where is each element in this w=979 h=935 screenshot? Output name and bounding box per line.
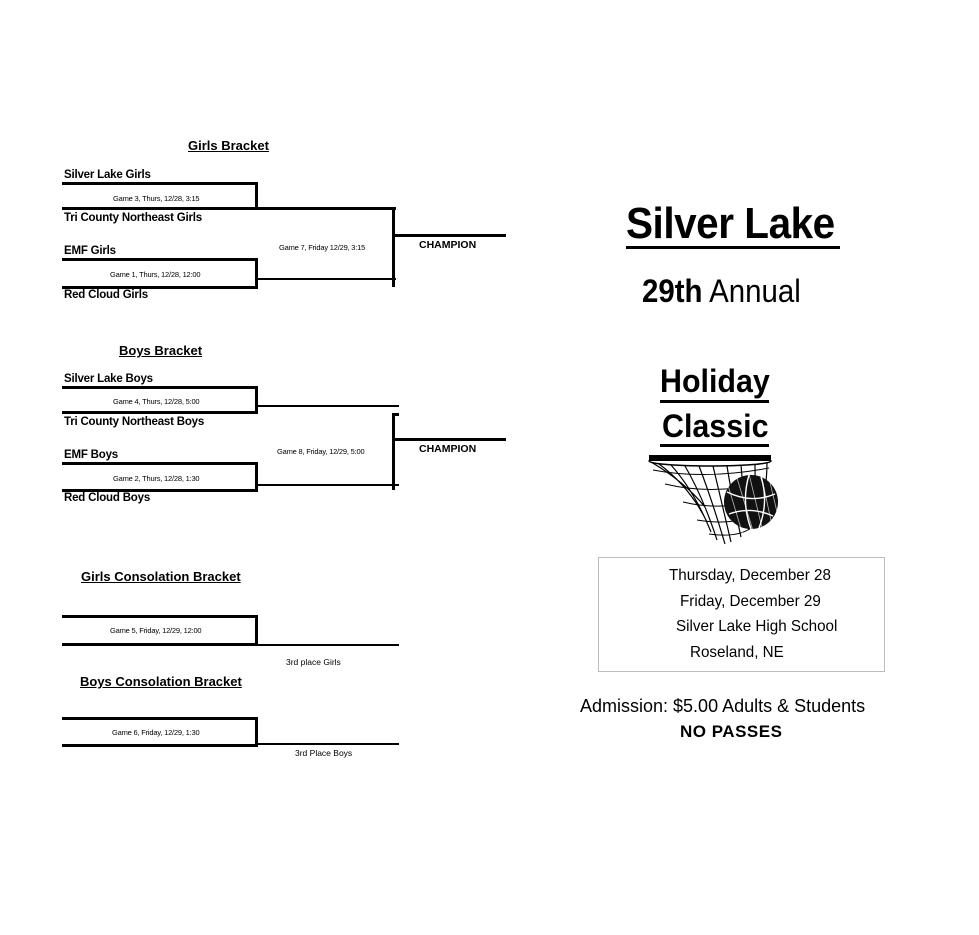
edition-number: 29th xyxy=(642,273,703,309)
bracket-line xyxy=(62,286,258,289)
boys-bracket-title: Boys Bracket xyxy=(119,343,203,358)
game-7-label: Game 7, Friday 12/29, 3:15 xyxy=(279,243,366,252)
game-5-label: Game 5, Friday, 12/29, 12:00 xyxy=(110,626,202,635)
team-emf-girls: EMF Girls xyxy=(64,245,116,257)
bracket-line xyxy=(62,643,258,646)
bracket-line xyxy=(392,207,395,287)
boys-consolation-title: Boys Consolation Bracket xyxy=(80,674,242,689)
bracket-line xyxy=(62,744,258,747)
name-underline-1 xyxy=(660,400,769,403)
edition-annual: Annual xyxy=(702,273,801,309)
bracket-line xyxy=(62,462,258,465)
bracket-line xyxy=(62,182,258,185)
bracket-line xyxy=(392,413,395,490)
game-6-label: Game 6, Friday, 12/29, 1:30 xyxy=(112,728,200,737)
event-edition: 29th Annual xyxy=(642,273,801,310)
game-2-label: Game 2, Thurs, 12/28, 1:30 xyxy=(113,474,200,483)
bracket-line xyxy=(62,411,258,414)
event-location: Roseland, NE xyxy=(690,644,784,661)
basketball-hoop-icon xyxy=(648,455,778,545)
team-emf-boys: EMF Boys xyxy=(64,449,118,461)
third-place-boys-label: 3rd Place Boys xyxy=(295,748,353,758)
bracket-line xyxy=(393,438,506,441)
boys-champion-label: CHAMPION xyxy=(419,443,477,455)
bracket-line xyxy=(255,717,258,747)
bracket-line xyxy=(255,462,258,491)
bracket-line xyxy=(62,386,258,389)
bracket-line xyxy=(258,405,399,407)
bracket-line xyxy=(62,258,258,261)
bracket-line xyxy=(255,258,258,288)
game-1-label: Game 1, Thurs, 12/28, 12:00 xyxy=(110,270,201,279)
no-passes-text: NO PASSES xyxy=(680,722,783,741)
team-red-cloud-boys: Red Cloud Boys xyxy=(64,492,151,504)
bracket-line xyxy=(258,278,396,280)
bracket-line xyxy=(62,717,258,720)
event-venue: Silver Lake High School xyxy=(676,618,838,635)
event-title: Silver Lake xyxy=(626,199,835,248)
bracket-line xyxy=(62,207,396,210)
title-underline xyxy=(626,246,840,249)
event-date-friday: Friday, December 29 xyxy=(680,593,821,610)
third-place-girls-label: 3rd place Girls xyxy=(286,657,341,667)
bracket-line xyxy=(62,489,258,492)
name-underline-2 xyxy=(660,444,769,447)
bracket-line xyxy=(255,615,258,645)
bracket-line xyxy=(258,644,399,646)
event-name-line1: Holiday xyxy=(660,363,770,399)
bracket-line xyxy=(62,615,258,618)
team-silver-lake-boys: Silver Lake Boys xyxy=(64,373,153,385)
bracket-line xyxy=(258,484,399,486)
team-tri-county-northeast-girls: Tri County Northeast Girls xyxy=(64,212,202,224)
girls-bracket-title: Girls Bracket xyxy=(188,138,269,153)
game-3-label: Game 3, Thurs, 12/28, 3:15 xyxy=(113,194,200,203)
girls-consolation-title: Girls Consolation Bracket xyxy=(81,569,241,584)
admission-text: Admission: $5.00 Adults & Students xyxy=(580,696,866,716)
bracket-line xyxy=(258,743,399,745)
bracket-line xyxy=(255,386,258,413)
bracket-line xyxy=(255,182,258,209)
team-red-cloud-girls: Red Cloud Girls xyxy=(64,289,148,301)
team-tri-county-northeast-boys: Tri County Northeast Boys xyxy=(64,416,205,428)
event-name-line2: Classic xyxy=(662,408,769,444)
game-8-label: Game 8, Friday, 12/29, 5:00 xyxy=(277,447,365,456)
game-4-label: Game 4, Thurs, 12/28, 5:00 xyxy=(113,397,200,406)
event-date-thursday: Thursday, December 28 xyxy=(669,567,831,584)
bracket-line xyxy=(393,234,506,237)
event-info-box xyxy=(598,557,885,672)
bracket-line xyxy=(392,413,399,416)
team-silver-lake-girls: Silver Lake Girls xyxy=(64,169,151,181)
girls-champion-label: CHAMPION xyxy=(419,239,477,251)
